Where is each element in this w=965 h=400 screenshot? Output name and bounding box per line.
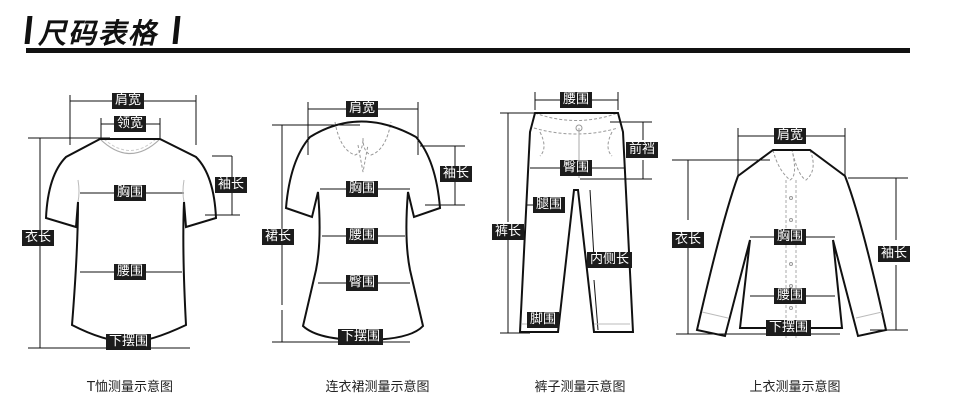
leg-opening-label: 脚围 — [527, 312, 560, 328]
tshirt-diagram: 肩宽 领宽 袖长 胸围 衣长 腰围 下摆围 — [0, 80, 250, 380]
thigh-label: 腿围 — [533, 197, 566, 213]
length-label: 衣长 — [672, 232, 705, 248]
hem-label: 下摆围 — [338, 329, 384, 345]
shoulder-width-label: 肩宽 — [112, 93, 145, 109]
chest-label: 胸围 — [114, 185, 147, 201]
length-label: 衣长 — [22, 230, 55, 246]
length-label: 裙长 — [262, 229, 295, 245]
waist-label: 腰围 — [560, 92, 593, 108]
shoulder-width-label: 肩宽 — [346, 101, 379, 117]
waist-label: 腰围 — [114, 264, 147, 280]
shirt-caption: 上衣测量示意图 — [749, 380, 841, 395]
inseam-label: 内侧长 — [587, 252, 633, 268]
page-title: 尺码表格 — [38, 17, 159, 50]
hem-label: 下摆围 — [766, 320, 812, 336]
chest-label: 胸围 — [346, 181, 379, 197]
shoulder-width-label: 肩宽 — [774, 128, 807, 144]
pants-caption: 裤子测量示意图 — [534, 380, 626, 395]
shirt-diagram: 肩宽 衣长 胸围 袖长 腰围 下摆围 — [670, 80, 920, 380]
hip-label: 臀围 — [560, 160, 593, 176]
length-label: 裤长 — [492, 224, 525, 240]
sleeve-length-label: 袖长 — [878, 246, 911, 262]
sleeve-length-label: 袖长 — [440, 166, 473, 182]
shirt-illustration — [672, 128, 908, 338]
waist-label: 腰围 — [774, 288, 807, 304]
pants-diagram: 腰围 前裆 臀围 腿围 裤长 内侧长 脚围 — [490, 80, 670, 380]
neck-width-label: 领宽 — [114, 116, 147, 132]
title-bar-left — [24, 16, 33, 44]
hip-label: 臀围 — [346, 275, 379, 291]
pants-illustration — [500, 92, 652, 334]
dress-diagram: 肩宽 袖长 胸围 裙长 腰围 臀围 下摆围 — [260, 80, 490, 380]
chest-label: 胸围 — [774, 229, 807, 245]
tshirt-caption: T恤测量示意图 — [87, 380, 173, 395]
hem-label: 下摆围 — [106, 334, 152, 350]
waist-label: 腰围 — [346, 228, 379, 244]
dress-caption: 连衣裙测量示意图 — [325, 380, 430, 395]
title-bar-right — [172, 16, 181, 44]
sleeve-length-label: 袖长 — [215, 177, 248, 193]
header-rule — [26, 48, 910, 53]
front-rise-label: 前裆 — [626, 142, 659, 158]
